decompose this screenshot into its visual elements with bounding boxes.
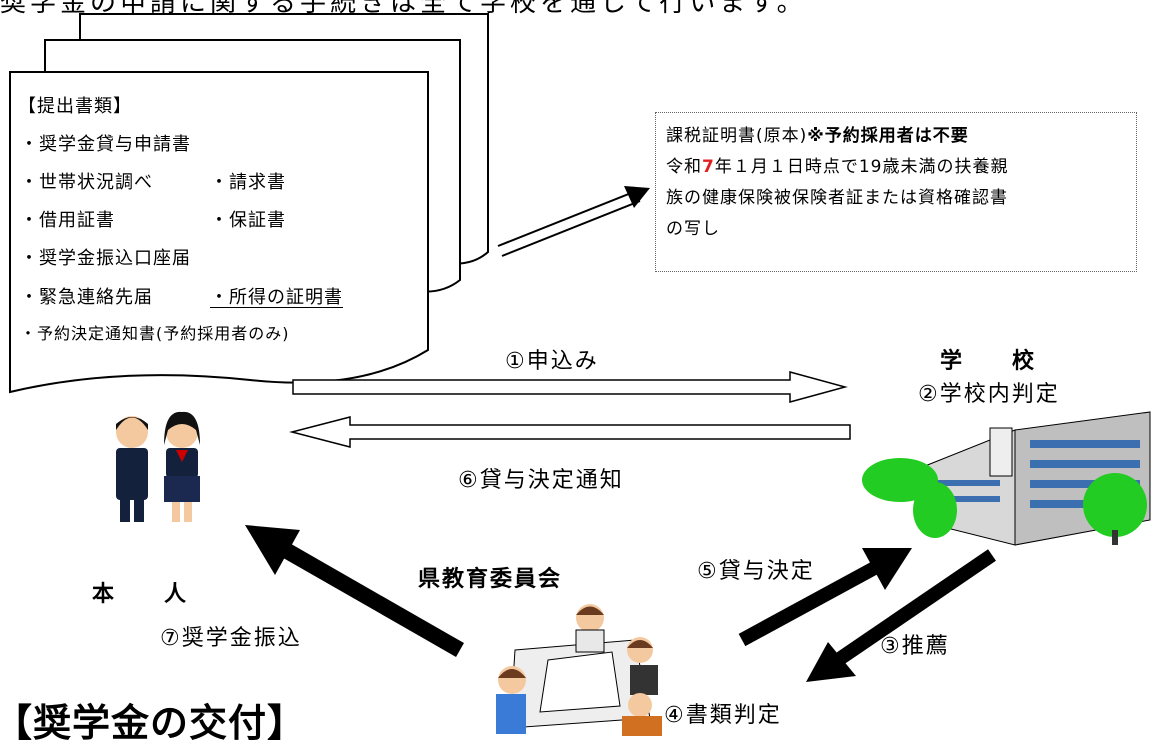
tax-box-line4: の写し <box>666 219 720 239</box>
step-transfer: ⑦奨学金振込 <box>160 626 302 651</box>
tax-box-line2-a: 令和 <box>666 157 702 177</box>
tax-box-line1-prefix: 課税証明書(原本) <box>666 126 808 146</box>
step-document-review: ④書類判定 <box>664 703 782 728</box>
step-notice: ⑥貸与決定通知 <box>458 468 624 493</box>
decision-arrow <box>738 548 912 647</box>
tax-box-year: 7 <box>702 157 715 177</box>
transfer-arrow <box>245 525 464 657</box>
meeting-icon <box>496 604 662 736</box>
school-building-icon <box>862 411 1151 546</box>
documents-title: 【提出書類】 <box>18 96 132 117</box>
apply-arrow <box>292 371 848 403</box>
tax-box-line2-b: 年１月１日時点で19歳未満の扶養親 <box>714 157 1009 177</box>
student-label: 本 人 <box>92 582 189 607</box>
students-icon <box>116 411 200 522</box>
doc-page-front <box>9 71 429 394</box>
doc-item: ・奨学金貸与申請書 <box>20 134 191 155</box>
doc-item: ・借用証書 <box>20 210 115 231</box>
tax-box-line3: 族の健康保険被保険者証または資格確認書 <box>666 188 1008 208</box>
school-label: 学 校 <box>940 349 1037 374</box>
tax-box-line1: 課税証明書(原本)※予約採用者は不要 <box>666 121 1136 152</box>
doc-item: ・世帯状況調べ <box>20 172 153 193</box>
doc-item: ・予約決定通知書(予約採用者のみ) <box>20 324 290 343</box>
step-recommend: ③推薦 <box>880 634 950 659</box>
doc-item: ・請求書 <box>210 172 286 193</box>
step-school-judgement: ②学校内判定 <box>918 382 1060 407</box>
tax-box-line1-note: ※予約採用者は不要 <box>807 126 969 146</box>
tax-box-pointer-arrow <box>497 186 650 257</box>
board-label: 県教育委員会 <box>418 567 563 592</box>
step-apply: ①申込み <box>505 349 599 374</box>
section-heading: 【奨学金の交付】 <box>0 701 307 745</box>
doc-item: ・緊急連絡先届 <box>20 287 153 308</box>
doc-item: ・保証書 <box>210 210 286 231</box>
doc-item: ・奨学金振込口座届 <box>20 248 191 269</box>
tax-certificate-box: 課税証明書(原本)※予約採用者は不要 令和7年１月１日時点で19歳未満の扶養親 … <box>655 112 1137 272</box>
step-decision: ⑤貸与決定 <box>697 559 815 584</box>
tax-box-line2: 令和7年１月１日時点で19歳未満の扶養親 <box>666 152 1136 183</box>
doc-item-income-certificate: ・所得の証明書 <box>210 287 343 308</box>
notice-arrow <box>289 416 851 448</box>
recommend-arrow <box>806 549 996 682</box>
